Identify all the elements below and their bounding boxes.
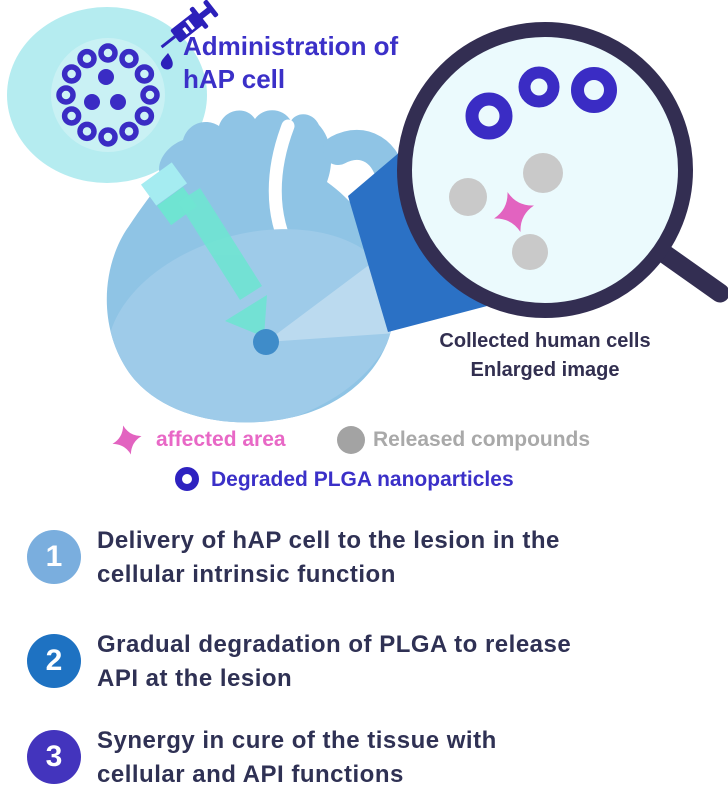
affected-area-star-icon [494,192,534,232]
step-2-text: Gradual degradation of PLGA to release A… [97,631,572,692]
magnifier-caption: Collected human cells Enlarged image [439,330,651,381]
plga-nanoparticle-ring-icons [56,43,160,147]
degraded-nanoparticle-icons [465,66,617,140]
step-2-badge: 2 [27,634,81,688]
hap-cell-illustration [7,7,207,183]
magnifier [397,22,728,318]
step-1-badge: 1 [27,530,81,584]
cell-core-dots [84,69,126,110]
step-1-text: Delivery of hAP cell to the lesion in th… [97,527,560,588]
legend-degraded-ring-icon [175,467,199,491]
legend-affected-area-label: affected area [156,428,286,451]
lesion-dot [253,329,279,355]
legend-affected-star-icon [112,425,142,455]
syringe-icon [160,0,219,70]
administration-label: Administration of hAP cell [183,31,399,94]
zoom-wedge-highlight [266,238,395,342]
droplet-icon [160,53,173,70]
legend-released-compounds-label: Released compounds [373,428,591,451]
legend-degraded-plga-label: Degraded PLGA nanoparticles [211,468,514,491]
legend-released-dot-icon [337,426,365,454]
magnifier-handle [652,242,728,303]
illustration-svg [7,0,728,491]
step-3-badge: 3 [27,730,81,784]
step-3-number: 3 [45,740,63,773]
released-compound-icons [449,153,563,270]
injection-arrow [178,188,267,337]
step-3-text: Synergy in cure of the tissue with cellu… [97,727,497,788]
cell-inner-region [51,38,165,152]
step-1-number: 1 [45,540,63,573]
step-2-number: 2 [45,644,63,677]
legend-icons [112,425,365,491]
